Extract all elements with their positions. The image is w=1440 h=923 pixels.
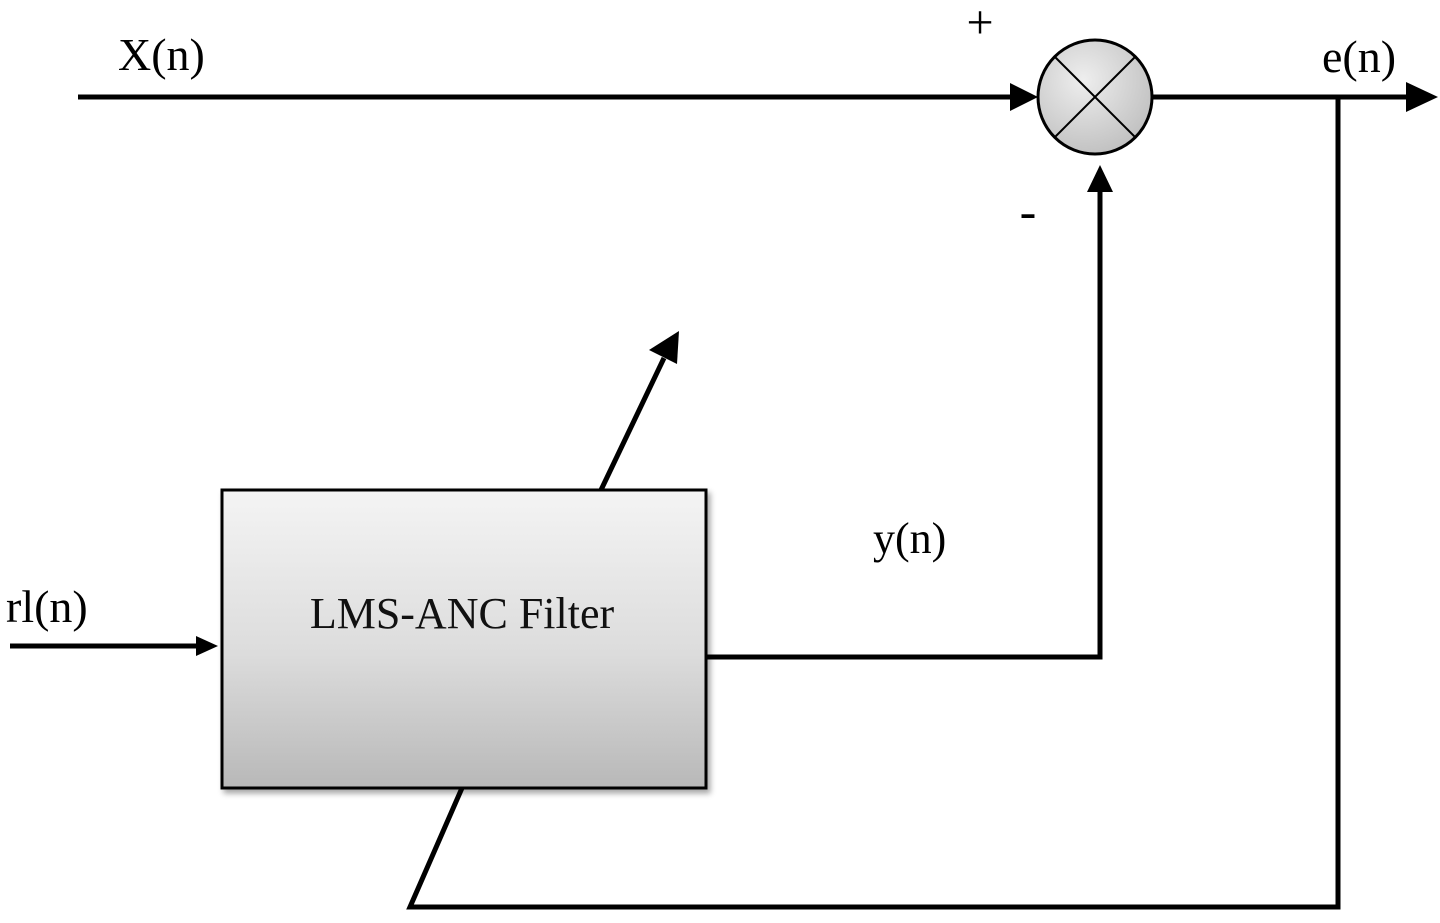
- y-input-arrowhead: [1087, 165, 1113, 192]
- e-output-arrowhead: [1406, 82, 1438, 112]
- reference-input-label: rl(n): [6, 581, 88, 632]
- y-output-line: [706, 190, 1103, 660]
- adaptation-arrow-line: [598, 356, 667, 492]
- y-output-label: y(n): [873, 514, 946, 563]
- lms-anc-filter-block: [220, 488, 708, 790]
- summing-junction-icon: [1036, 38, 1154, 156]
- plus-sign-label: +: [966, 0, 993, 49]
- filter-block-label: LMS-ANC Filter: [310, 589, 615, 638]
- reference-input-arrowhead: [196, 636, 218, 656]
- x-input-arrowhead: [1010, 83, 1038, 111]
- error-feedback-line: [406, 97, 1341, 910]
- e-output-label: e(n): [1322, 31, 1396, 82]
- adaptation-arrowhead: [649, 331, 679, 364]
- minus-sign-label: -: [1020, 183, 1037, 239]
- x-input-label: X(n): [118, 29, 205, 80]
